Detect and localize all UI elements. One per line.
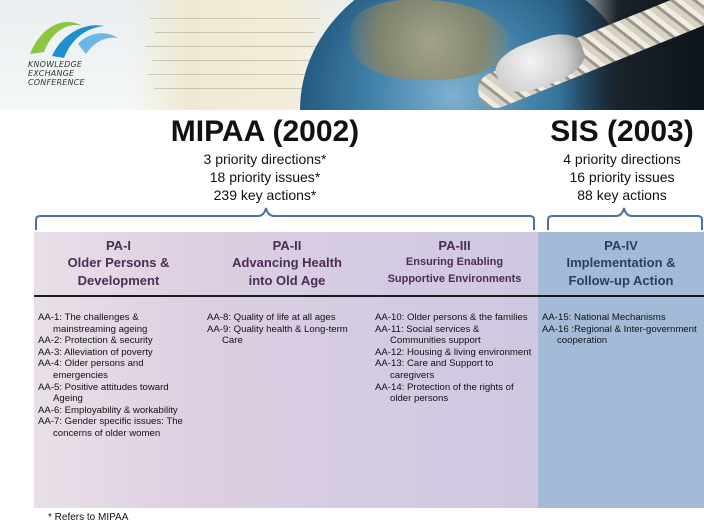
mipaa-bracket	[35, 207, 535, 230]
sis-line: 16 priority issues	[569, 169, 675, 185]
header-banner: KNOWLEDGE EXCHANGE CONFERENCE	[0, 0, 704, 110]
list-item: AA-2: Protection & security	[38, 335, 153, 347]
priority-area-name: Follow-up Action	[568, 273, 674, 288]
list-item: AA-9: Quality health & Long-term Care	[207, 323, 348, 347]
list-item: AA-8: Quality of life at all ages	[207, 312, 336, 323]
priority-area-column-2: PA-II Advancing Health into Old Age AA-8…	[203, 232, 371, 508]
column-header: PA-I Older Persons & Development	[34, 238, 203, 290]
conference-logo: KNOWLEDGE EXCHANGE CONFERENCE	[22, 14, 142, 94]
priority-area-column-1: PA-I Older Persons & Development AA-1: T…	[34, 232, 203, 508]
mipaa-line: 18 priority issues*	[209, 169, 321, 185]
list-item: AA-15: National Mechanisms	[542, 312, 666, 323]
list-item: AA-1: The challenges & mainstreaming age…	[38, 312, 148, 335]
action-item-list: AA-15: National Mechanisms AA-16 :Region…	[542, 312, 700, 347]
list-item: AA-7: Gender specific issues: The concer…	[38, 416, 183, 439]
sis-title: SIS (2003)	[550, 115, 694, 148]
footnote: * Refers to MIPAA	[48, 512, 129, 523]
sis-line: 88 key actions	[577, 187, 667, 203]
list-item: AA-12: Housing & living environment	[375, 346, 532, 358]
priority-area-column-3: PA-III Ensuring Enabling Supportive Envi…	[371, 232, 538, 508]
sis-heading-block: SIS (2003) 4 priority directions 16 prio…	[540, 114, 704, 204]
priority-area-name: Advancing Health	[232, 255, 342, 270]
header-divider-rule	[34, 295, 704, 297]
column-header: PA-III Ensuring Enabling Supportive Envi…	[371, 238, 538, 288]
list-item: AA-3: Alleviation of poverty	[38, 346, 153, 358]
list-item: AA-13: Care and Support to caregivers	[375, 358, 494, 381]
action-item-list: AA-1: The challenges & mainstreaming age…	[38, 312, 199, 440]
column-header: PA-IV Implementation & Follow-up Action	[538, 238, 704, 290]
logo-text: KNOWLEDGE EXCHANGE CONFERENCE	[28, 60, 85, 87]
priority-area-name: Development	[77, 273, 160, 288]
priority-area-code: PA-I	[105, 238, 132, 253]
sis-line: 4 priority directions	[563, 151, 681, 167]
list-item: AA-11: Social services & Communities sup…	[375, 323, 481, 347]
priority-area-name: Older Persons &	[67, 255, 170, 270]
column-header: PA-II Advancing Health into Old Age	[203, 238, 371, 290]
logo-swoosh-icon	[30, 21, 118, 59]
priority-area-name: Ensuring Enabling	[405, 256, 504, 268]
action-item-list: AA-8: Quality of life at all ages AA-9: …	[207, 312, 367, 347]
list-item: AA-10: Older persons & the families	[375, 312, 528, 323]
mipaa-line: 239 key actions*	[213, 187, 317, 203]
list-item: AA-16 :Regional & Inter-government coope…	[542, 323, 697, 347]
priority-area-column-4: PA-IV Implementation & Follow-up Action …	[538, 232, 704, 508]
grouping-brackets	[35, 207, 703, 230]
priority-area-code: PA-IV	[604, 238, 638, 253]
priority-area-code: PA-II	[272, 238, 302, 253]
sis-bracket	[547, 207, 703, 230]
priority-area-name: Implementation &	[566, 255, 676, 270]
list-item: AA-6: Employability & workability	[38, 404, 178, 416]
list-item: AA-4: Older persons and emergencies	[38, 358, 144, 381]
priority-area-name: Supportive Environments	[387, 273, 522, 285]
mipaa-heading-block: MIPAA (2002) 3 priority directions* 18 p…	[150, 114, 380, 204]
action-item-list: AA-10: Older persons & the families AA-1…	[375, 312, 534, 405]
priority-area-name: into Old Age	[248, 273, 326, 288]
list-item: AA-5: Positive attitudes toward Ageing	[38, 381, 169, 405]
mipaa-title: MIPAA (2002)	[170, 115, 360, 148]
priority-area-code: PA-III	[438, 238, 471, 253]
mipaa-line: 3 priority directions*	[203, 151, 327, 167]
list-item: AA-14: Protection of the rights of older…	[375, 381, 514, 405]
